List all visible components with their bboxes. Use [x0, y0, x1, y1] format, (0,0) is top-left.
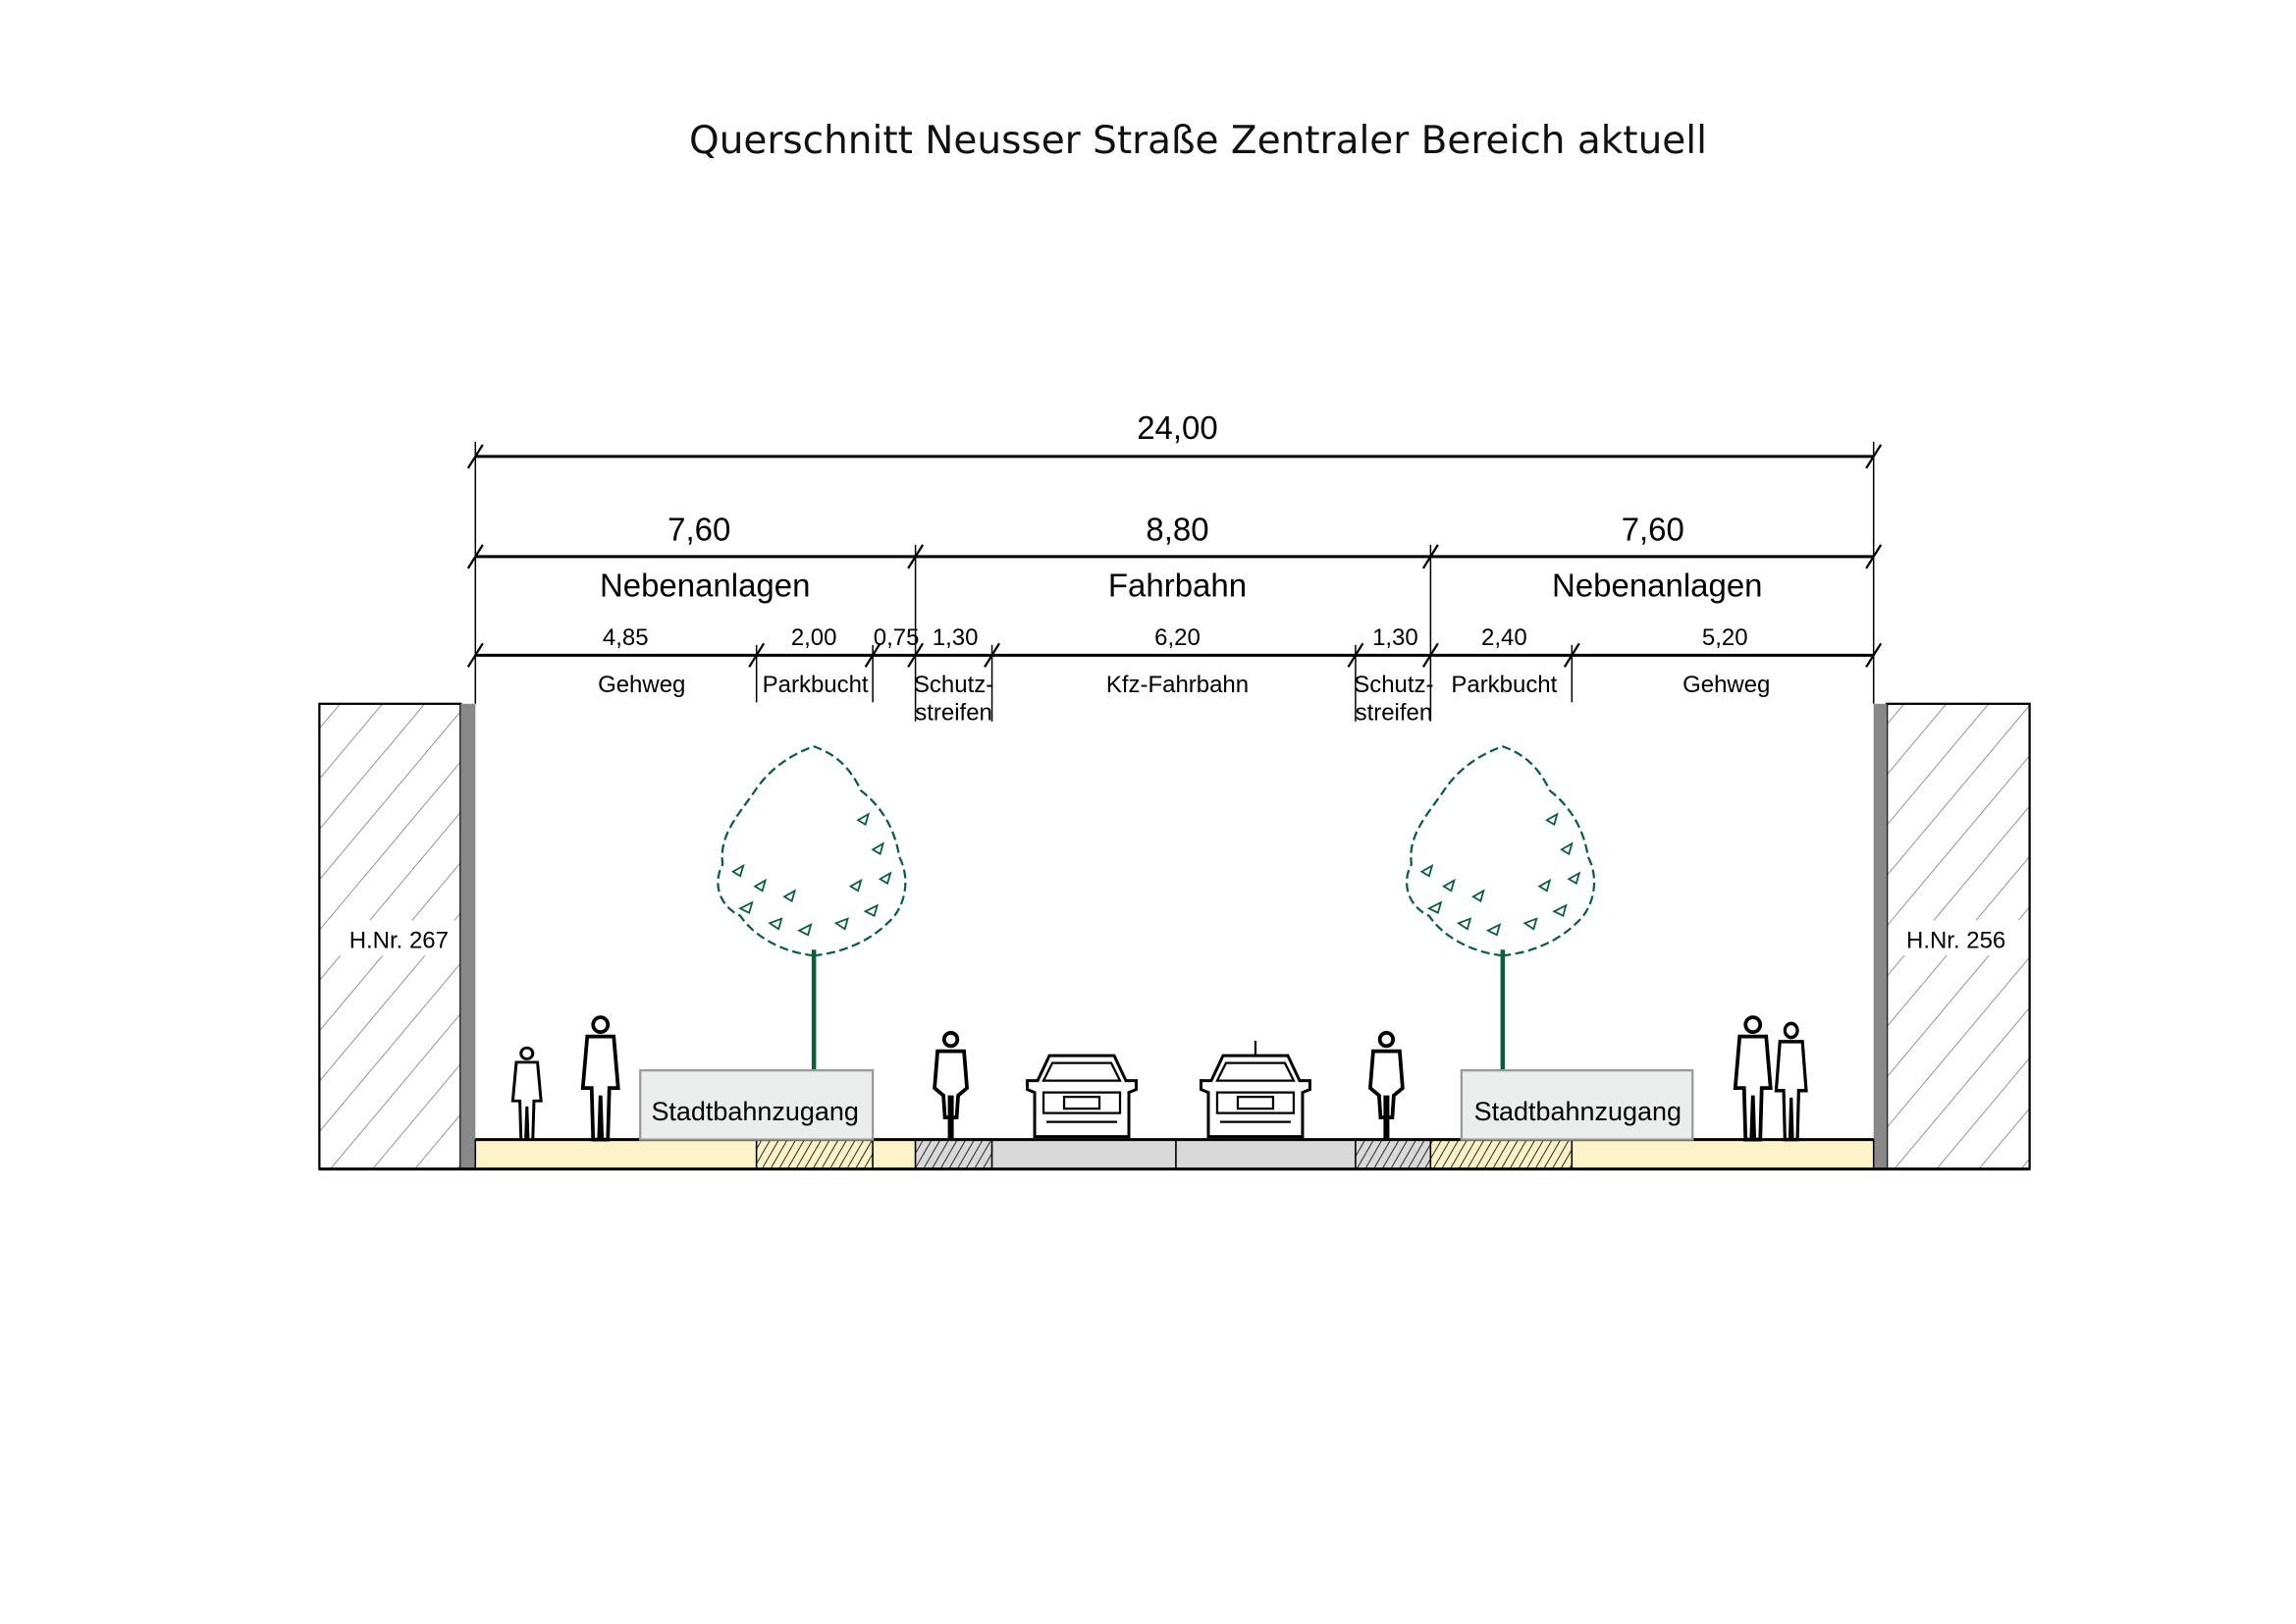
car-icon — [1199, 1054, 1311, 1139]
sidewalk-left — [474, 1138, 758, 1170]
tree-icon — [718, 746, 905, 1070]
subsection-value: 2,00 — [791, 624, 837, 651]
lane-right — [1175, 1138, 1357, 1170]
parking-left — [755, 1138, 874, 1170]
subsection-name: Parkbucht — [763, 672, 869, 698]
section-name: Nebenanlagen — [600, 567, 811, 603]
cyclist-icon — [934, 1033, 967, 1140]
section-name: Fahrbahn — [1108, 567, 1247, 603]
subsection-names: Gehweg Parkbucht Schutz- streifen Kfz-Fa… — [598, 672, 1770, 726]
buffer-left — [914, 1138, 993, 1170]
parking-right — [1429, 1138, 1574, 1170]
subsection-value: 2,40 — [1481, 624, 1527, 651]
subsection-name: Schutz- — [914, 672, 993, 698]
subsection-value: 0,75 — [874, 624, 920, 651]
pedestrian-icon — [1733, 1015, 1773, 1142]
subsection-name: streifen — [915, 699, 992, 726]
tree-icon — [1407, 746, 1594, 1070]
cyclist-icon — [1370, 1033, 1403, 1140]
section-value: 8,80 — [1146, 511, 1208, 547]
diagram-title: Querschnitt Neusser Straße Zentraler Ber… — [689, 119, 1707, 163]
house-number-left: H.Nr. 267 — [349, 928, 449, 954]
facade-wall-right — [1873, 703, 1888, 1169]
subsection-value: 5,20 — [1702, 624, 1748, 651]
section-name: Nebenanlagen — [1552, 567, 1763, 603]
subsection-name: Schutz- — [1354, 672, 1433, 698]
subsection-name: Parkbucht — [1451, 672, 1557, 698]
subsection-name: streifen — [1356, 699, 1433, 726]
lane-left — [990, 1138, 1177, 1170]
subsection-name: Gehweg — [1682, 672, 1770, 698]
station-entrance-label: Stadtbahnzugang — [1474, 1097, 1682, 1126]
section-value: 7,60 — [667, 511, 730, 547]
subsection-value: 4,85 — [603, 624, 649, 651]
subsection-name: Gehweg — [598, 672, 685, 698]
section-value: 7,60 — [1622, 511, 1684, 547]
subsection-values: 4,85 2,00 0,75 1,30 6,20 1,30 2,40 5,20 — [603, 624, 1748, 651]
station-entrance-right — [1460, 1069, 1694, 1141]
pedestrian-icon — [580, 1015, 620, 1142]
house-number-right: H.Nr. 256 — [1906, 928, 2005, 954]
ground-strip — [474, 1138, 1875, 1170]
wheelchair-user-icon — [510, 1046, 543, 1142]
car-icon — [1026, 1054, 1139, 1139]
subsection-value: 1,30 — [1372, 624, 1418, 651]
subsection-value: 1,30 — [933, 624, 979, 651]
total-width: 24,00 — [1137, 409, 1218, 446]
strip-left — [872, 1138, 917, 1170]
subsection-value: 6,20 — [1154, 624, 1201, 651]
pedestrian-icon — [1774, 1021, 1808, 1142]
subsection-name: Kfz-Fahrbahn — [1106, 672, 1249, 698]
facade-wall-left — [460, 703, 476, 1169]
dimension-lines — [466, 441, 1883, 722]
station-entrance-left — [639, 1069, 875, 1141]
buffer-right — [1355, 1138, 1432, 1170]
sidewalk-right — [1571, 1138, 1875, 1170]
station-entrance-label: Stadtbahnzugang — [651, 1097, 858, 1126]
